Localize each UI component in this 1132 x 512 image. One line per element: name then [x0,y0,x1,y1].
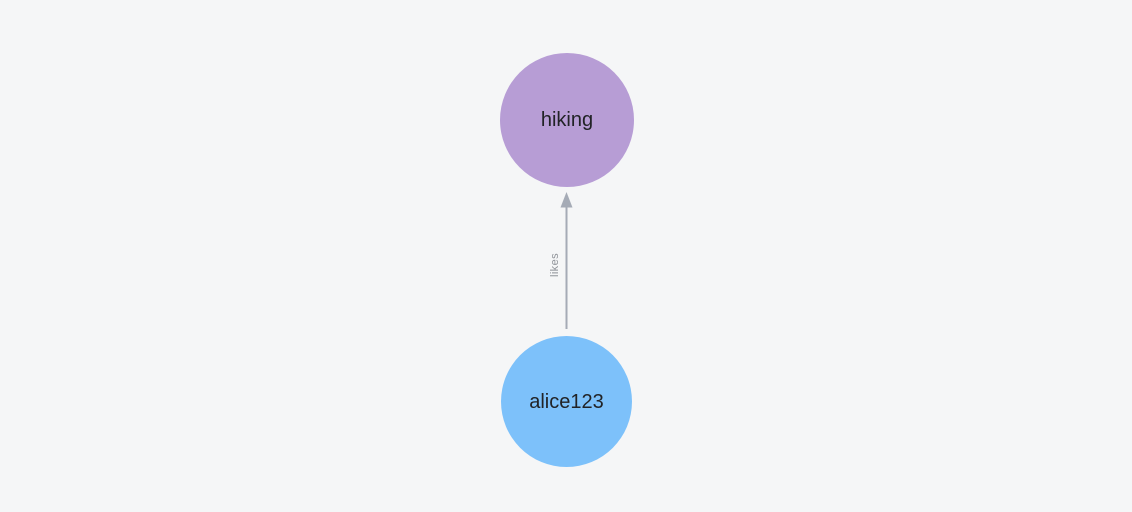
node-label-hiking: hiking [540,109,594,131]
edge-label-likes: likes [549,252,561,278]
node-alice123[interactable]: alice123 [501,336,632,467]
node-label-alice123: alice123 [529,390,604,413]
arrowhead-up-icon [560,192,573,208]
node-hiking[interactable]: hiking [500,53,634,187]
